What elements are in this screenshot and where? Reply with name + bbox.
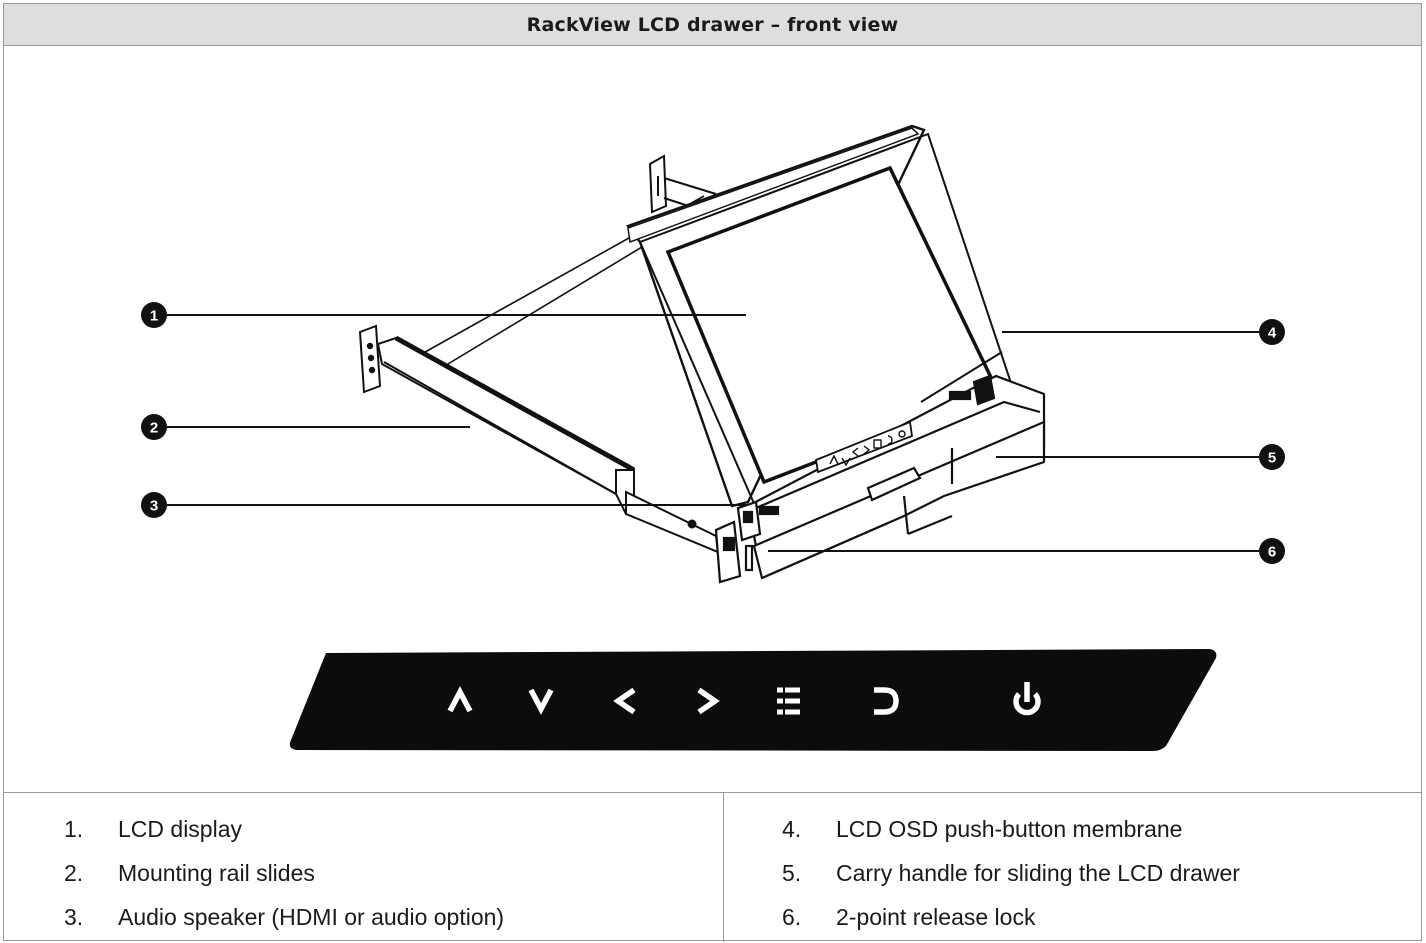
- right-arrow-icon: [697, 687, 720, 715]
- legend: 1. LCD display 2. Mounting rail slides 3…: [4, 793, 1421, 942]
- drawer-base: [714, 374, 1046, 584]
- legend-number: 6.: [782, 904, 802, 930]
- legend-item: 6. 2-point release lock: [782, 895, 1421, 939]
- legend-item: 4. LCD OSD push-button membrane: [782, 807, 1421, 851]
- callout-badge-2: 2: [141, 414, 167, 440]
- left-arrow-icon: [613, 687, 636, 715]
- legend-text: LCD display: [118, 816, 242, 842]
- legend-number: 1.: [64, 816, 84, 842]
- callout-label-3: 3: [150, 498, 158, 515]
- legend-column-left: 1. LCD display 2. Mounting rail slides 3…: [4, 793, 724, 942]
- legend-text: 2-point release lock: [836, 904, 1036, 930]
- title-bar: RackView LCD drawer – front view: [4, 4, 1421, 46]
- return-icon: [874, 687, 899, 715]
- callout-badge-3: 3: [141, 492, 167, 518]
- callout-label-1: 1: [150, 308, 158, 325]
- legend-item: 3. Audio speaker (HDMI or audio option): [64, 895, 723, 939]
- callout-label-5: 5: [1268, 450, 1276, 467]
- legend-item: 1. LCD display: [64, 807, 723, 851]
- figure-frame: RackView LCD drawer – front view: [3, 3, 1422, 942]
- legend-item: 5. Carry handle for sliding the LCD draw…: [782, 851, 1421, 895]
- up-arrow-icon: [447, 686, 473, 713]
- legend-item: 2. Mounting rail slides: [64, 851, 723, 895]
- mounting-rail: [358, 324, 720, 554]
- legend-number: 2.: [64, 860, 84, 886]
- callout-badge-5: 5: [1259, 444, 1285, 470]
- power-icon: [1013, 682, 1041, 716]
- callout-label-4: 4: [1268, 325, 1277, 342]
- legend-text: Audio speaker (HDMI or audio option): [118, 904, 505, 930]
- legend-text: Mounting rail slides: [118, 860, 315, 886]
- legend-number: 4.: [782, 816, 802, 842]
- callout-badge-1: 1: [141, 302, 167, 328]
- osd-membrane: [289, 649, 1217, 751]
- legend-text: Carry handle for sliding the LCD drawer: [836, 860, 1240, 886]
- page-title: RackView LCD drawer – front view: [526, 13, 899, 36]
- drawer-illustration: 1 2 3 4 5 6: [4, 46, 1421, 793]
- legend-text: LCD OSD push-button membrane: [836, 816, 1183, 842]
- legend-column-right: 4. LCD OSD push-button membrane 5. Carry…: [724, 793, 1421, 942]
- legend-number: 3.: [64, 904, 84, 930]
- callout-label-6: 6: [1268, 544, 1276, 561]
- callout-badge-6: 6: [1259, 538, 1285, 564]
- drawer-drawing: 1 2 3 4 5 6: [141, 124, 1285, 751]
- callout-lines: [167, 314, 1259, 552]
- down-arrow-icon: [528, 688, 554, 715]
- callout-label-2: 2: [150, 420, 158, 437]
- legend-number: 5.: [782, 860, 802, 886]
- menu-icon: [777, 687, 800, 715]
- lcd-display: [626, 124, 1014, 510]
- callout-badge-4: 4: [1259, 319, 1285, 345]
